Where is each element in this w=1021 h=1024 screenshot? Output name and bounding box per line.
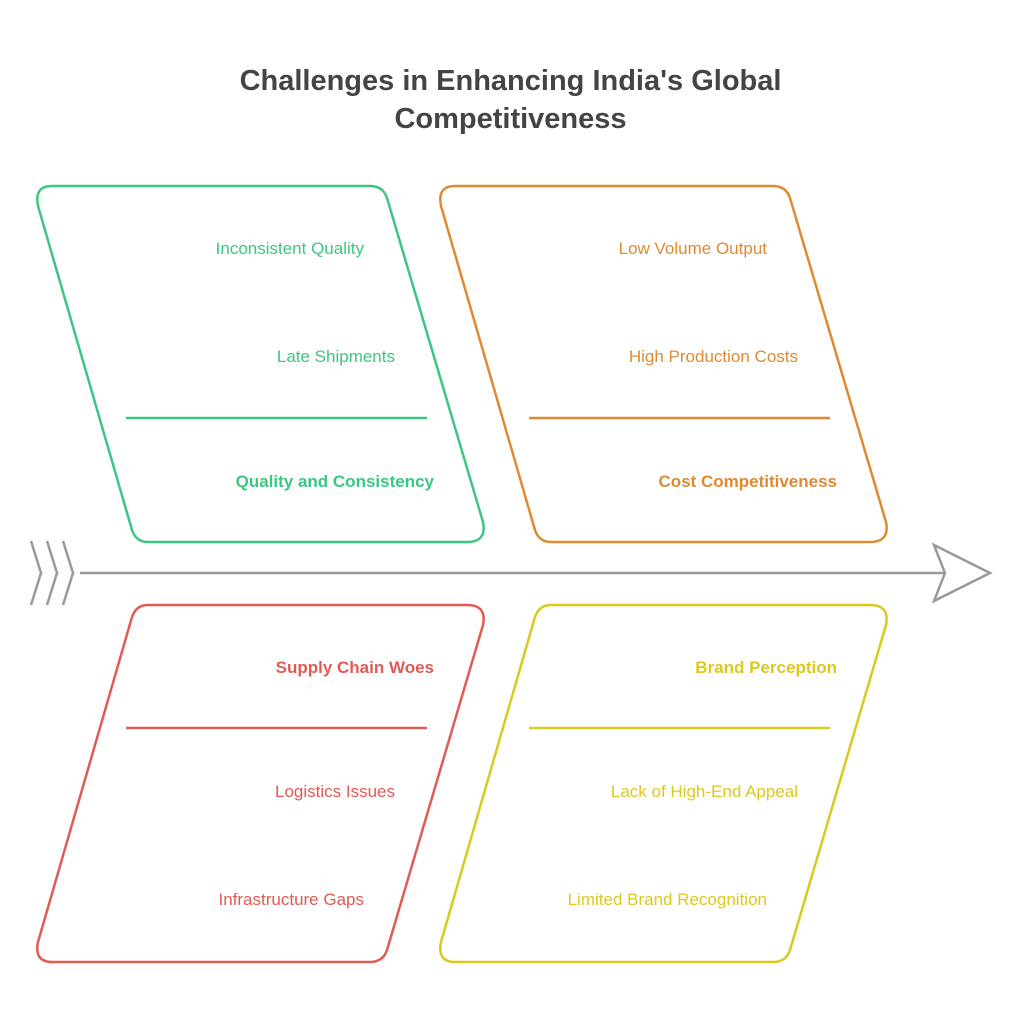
category-supply: Supply Chain Woes Logistics Issues Infra… [36,603,485,964]
cause-limited-brand-recognition: Limited Brand Recognition [568,890,767,909]
category-quality: Inconsistent Quality Late Shipments Qual… [36,184,485,544]
category-heading-cost: Cost Competitiveness [658,472,837,491]
category-cost: Low Volume Output High Production Costs … [439,184,888,544]
cause-logistics-issues: Logistics Issues [275,782,395,801]
cause-inconsistent-quality: Inconsistent Quality [216,239,365,258]
cause-infrastructure-gaps: Infrastructure Gaps [218,890,364,909]
arrow-head-icon [931,542,993,604]
category-heading-supply: Supply Chain Woes [276,658,434,677]
diagram-title: Challenges in Enhancing India's Global C… [0,62,1021,138]
category-heading-brand: Brand Perception [695,658,837,677]
category-brand: Brand Perception Lack of High-End Appeal… [439,603,888,964]
cause-late-shipments: Late Shipments [277,347,395,366]
cause-lack-high-end-appeal: Lack of High-End Appeal [611,782,798,801]
cause-high-production-costs: High Production Costs [629,347,798,366]
spine [29,540,993,606]
title-line-1: Challenges in Enhancing India's Global [239,65,782,97]
title-line-2: Competitiveness [394,103,627,135]
cause-low-volume-output: Low Volume Output [619,239,768,258]
category-heading-quality: Quality and Consistency [236,472,435,491]
